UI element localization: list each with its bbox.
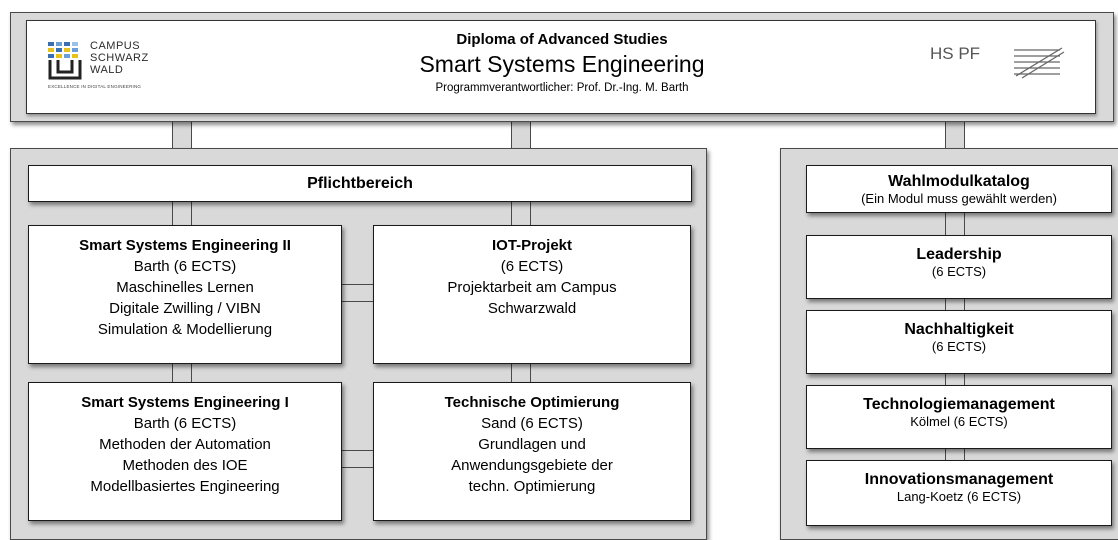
elective-title: Innovationsmanagement <box>864 471 1054 488</box>
module-title: Technische Optimierung <box>444 394 620 411</box>
elective-detail: Kölmel (6 ECTS) <box>910 414 1008 429</box>
module-technische-optimierung: Technische Optimierung Sand (6 ECTS) Gru… <box>373 382 691 521</box>
module-line: Modellbasiertes Engineering <box>90 478 280 495</box>
campus-logo-text: CAMPUS SCHWARZ WALD <box>90 40 149 76</box>
module-line: Sand (6 ECTS) <box>481 415 583 432</box>
module-line: Anwendungsgebiete der <box>451 457 613 474</box>
catalog-subtitle: (Ein Modul muss gewählt werden) <box>861 191 1057 206</box>
catalog-title: Wahlmodulkatalog <box>888 173 1030 190</box>
elective-detail: (6 ECTS) <box>931 339 987 354</box>
connector-header-center <box>511 118 531 150</box>
pflichtbereich-header: Pflichtbereich <box>28 165 692 202</box>
module-line: Simulation & Modellierung <box>97 321 273 338</box>
elective-nachhaltigkeit: Nachhaltigkeit (6 ECTS) <box>806 310 1112 374</box>
elective-leadership: Leadership (6 ECTS) <box>806 235 1112 299</box>
header-box: Diploma of Advanced Studies Smart System… <box>26 20 1096 114</box>
module-sse-2: Smart Systems Engineering II Barth (6 EC… <box>28 225 342 364</box>
module-line: techn. Optimierung <box>468 478 596 495</box>
connector-header-left <box>172 118 192 150</box>
logo-line-2: SCHWARZ <box>90 52 149 64</box>
elective-title: Nachhaltigkeit <box>904 321 1014 338</box>
campus-logo-icon <box>48 42 82 80</box>
module-line: Methoden der Automation <box>99 436 271 453</box>
connector-right-1 <box>945 210 965 238</box>
module-line: Schwarzwald <box>487 300 577 317</box>
campus-schwarzwald-logo: CAMPUS SCHWARZ WALD EXCELLENCE IN DIGITA… <box>48 40 198 92</box>
connector-pflicht-left <box>172 200 192 228</box>
elective-title: Technologiemanagement <box>863 396 1055 413</box>
wahlmodulkatalog-header: Wahlmodulkatalog (Ein Modul muss gewählt… <box>806 165 1112 213</box>
connector-pflicht-right <box>511 200 531 228</box>
hs-pf-logo: HS PF <box>930 42 1090 92</box>
module-line: Methoden des IOE <box>122 457 248 474</box>
logo-line-1: CAMPUS <box>90 40 141 52</box>
connector-horizontal-bottom <box>338 450 378 468</box>
module-title: IOT-Projekt <box>491 237 573 254</box>
hs-pf-lines-icon <box>1014 47 1065 79</box>
elective-detail: (6 ECTS) <box>931 264 987 279</box>
header-titles: Diploma of Advanced Studies Smart System… <box>27 31 1097 94</box>
module-sse-1: Smart Systems Engineering I Barth (6 ECT… <box>28 382 342 521</box>
module-line: Maschinelles Lernen <box>116 279 254 296</box>
module-line: Grundlagen und <box>478 436 586 453</box>
module-line: Digitale Zwilling / VIBN <box>109 300 261 317</box>
module-line: Barth (6 ECTS) <box>133 258 237 275</box>
module-title: Smart Systems Engineering I <box>81 394 289 411</box>
logo-tagline: EXCELLENCE IN DIGITAL ENGINEERING <box>48 84 142 89</box>
elective-technologiemanagement: Technologiemanagement Kölmel (6 ECTS) <box>806 385 1112 449</box>
elective-title: Leadership <box>916 246 1002 263</box>
elective-detail: Lang-Koetz (6 ECTS) <box>896 489 1022 504</box>
connector-header-right <box>945 118 965 150</box>
connector-horizontal-top <box>338 284 378 302</box>
header-title: Diploma of Advanced Studies <box>456 31 668 48</box>
module-line: Projektarbeit am Campus <box>447 279 617 296</box>
elective-innovationsmanagement: Innovationsmanagement Lang-Koetz (6 ECTS… <box>806 460 1112 526</box>
module-iot-projekt: IOT-Projekt (6 ECTS) Projektarbeit am Ca… <box>373 225 691 364</box>
module-title: Smart Systems Engineering II <box>79 237 291 254</box>
module-line: Barth (6 ECTS) <box>133 415 237 432</box>
module-line: (6 ECTS) <box>500 258 564 275</box>
hs-pf-text: HS PF <box>930 44 981 63</box>
program-title: Smart Systems Engineering <box>419 51 705 77</box>
logo-line-3: WALD <box>90 64 124 76</box>
program-responsible: Programmverantwortlicher: Prof. Dr.-Ing.… <box>435 82 689 94</box>
